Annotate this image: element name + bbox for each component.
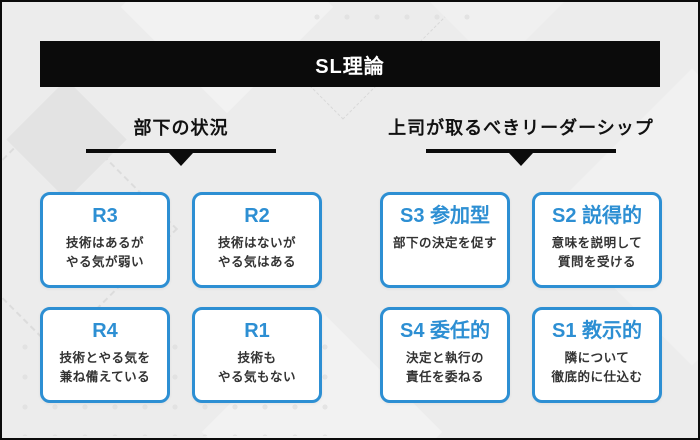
card-r3: R3 技術はあるが やる気が弱い (40, 192, 170, 288)
arrow-down-icon (169, 153, 193, 166)
card-body: 意味を説明して 質問を受ける (551, 236, 643, 269)
card-body: 隣について 徹底的に仕込む (551, 351, 643, 384)
card-body: 技術はないが やる気はある (217, 236, 296, 269)
card-title: R2 (244, 205, 270, 227)
card-body: 決定と執行の 責任を委ねる (405, 351, 484, 384)
card-body: 技術はあるが やる気が弱い (65, 236, 144, 269)
card-title: R3 (92, 205, 118, 227)
header-underline (426, 149, 616, 153)
card-title: S3 参加型 (399, 205, 491, 227)
card-body: 技術も やる気もない (217, 351, 296, 384)
card-r2: R2 技術はないが やる気はある (192, 192, 322, 288)
card-body: 部下の決定を促す (392, 236, 497, 250)
section-header-label: 部下の状況 (133, 118, 229, 138)
card-r4: R4 技術とやる気を 兼ね備えている (40, 307, 170, 403)
card-s4: S4 委任的 決定と執行の 責任を委ねる (380, 307, 510, 403)
card-body: 技術とやる気を 兼ね備えている (59, 351, 151, 384)
section-header-leadership: 上司が取るべきリーダーシップ (380, 114, 662, 166)
title-bar: SL理論 (40, 41, 660, 87)
card-s2: S2 説得的 意味を説明して 質問を受ける (532, 192, 662, 288)
card-title: S2 説得的 (551, 205, 643, 227)
page-title: SL理論 (315, 55, 385, 78)
section-header-label: 上司が取るべきリーダーシップ (388, 118, 654, 138)
card-title: R1 (244, 320, 270, 342)
card-title: S1 教示的 (551, 320, 643, 342)
header-underline (86, 149, 276, 153)
card-s1: S1 教示的 隣について 徹底的に仕込む (532, 307, 662, 403)
card-s3: S3 参加型 部下の決定を促す (380, 192, 510, 288)
arrow-down-icon (509, 153, 533, 166)
section-header-subordinate: 部下の状況 (40, 114, 322, 166)
card-r1: R1 技術も やる気もない (192, 307, 322, 403)
card-title: S4 委任的 (399, 320, 491, 342)
card-title: R4 (92, 320, 118, 342)
bg-dot-grid-top (302, 2, 472, 44)
